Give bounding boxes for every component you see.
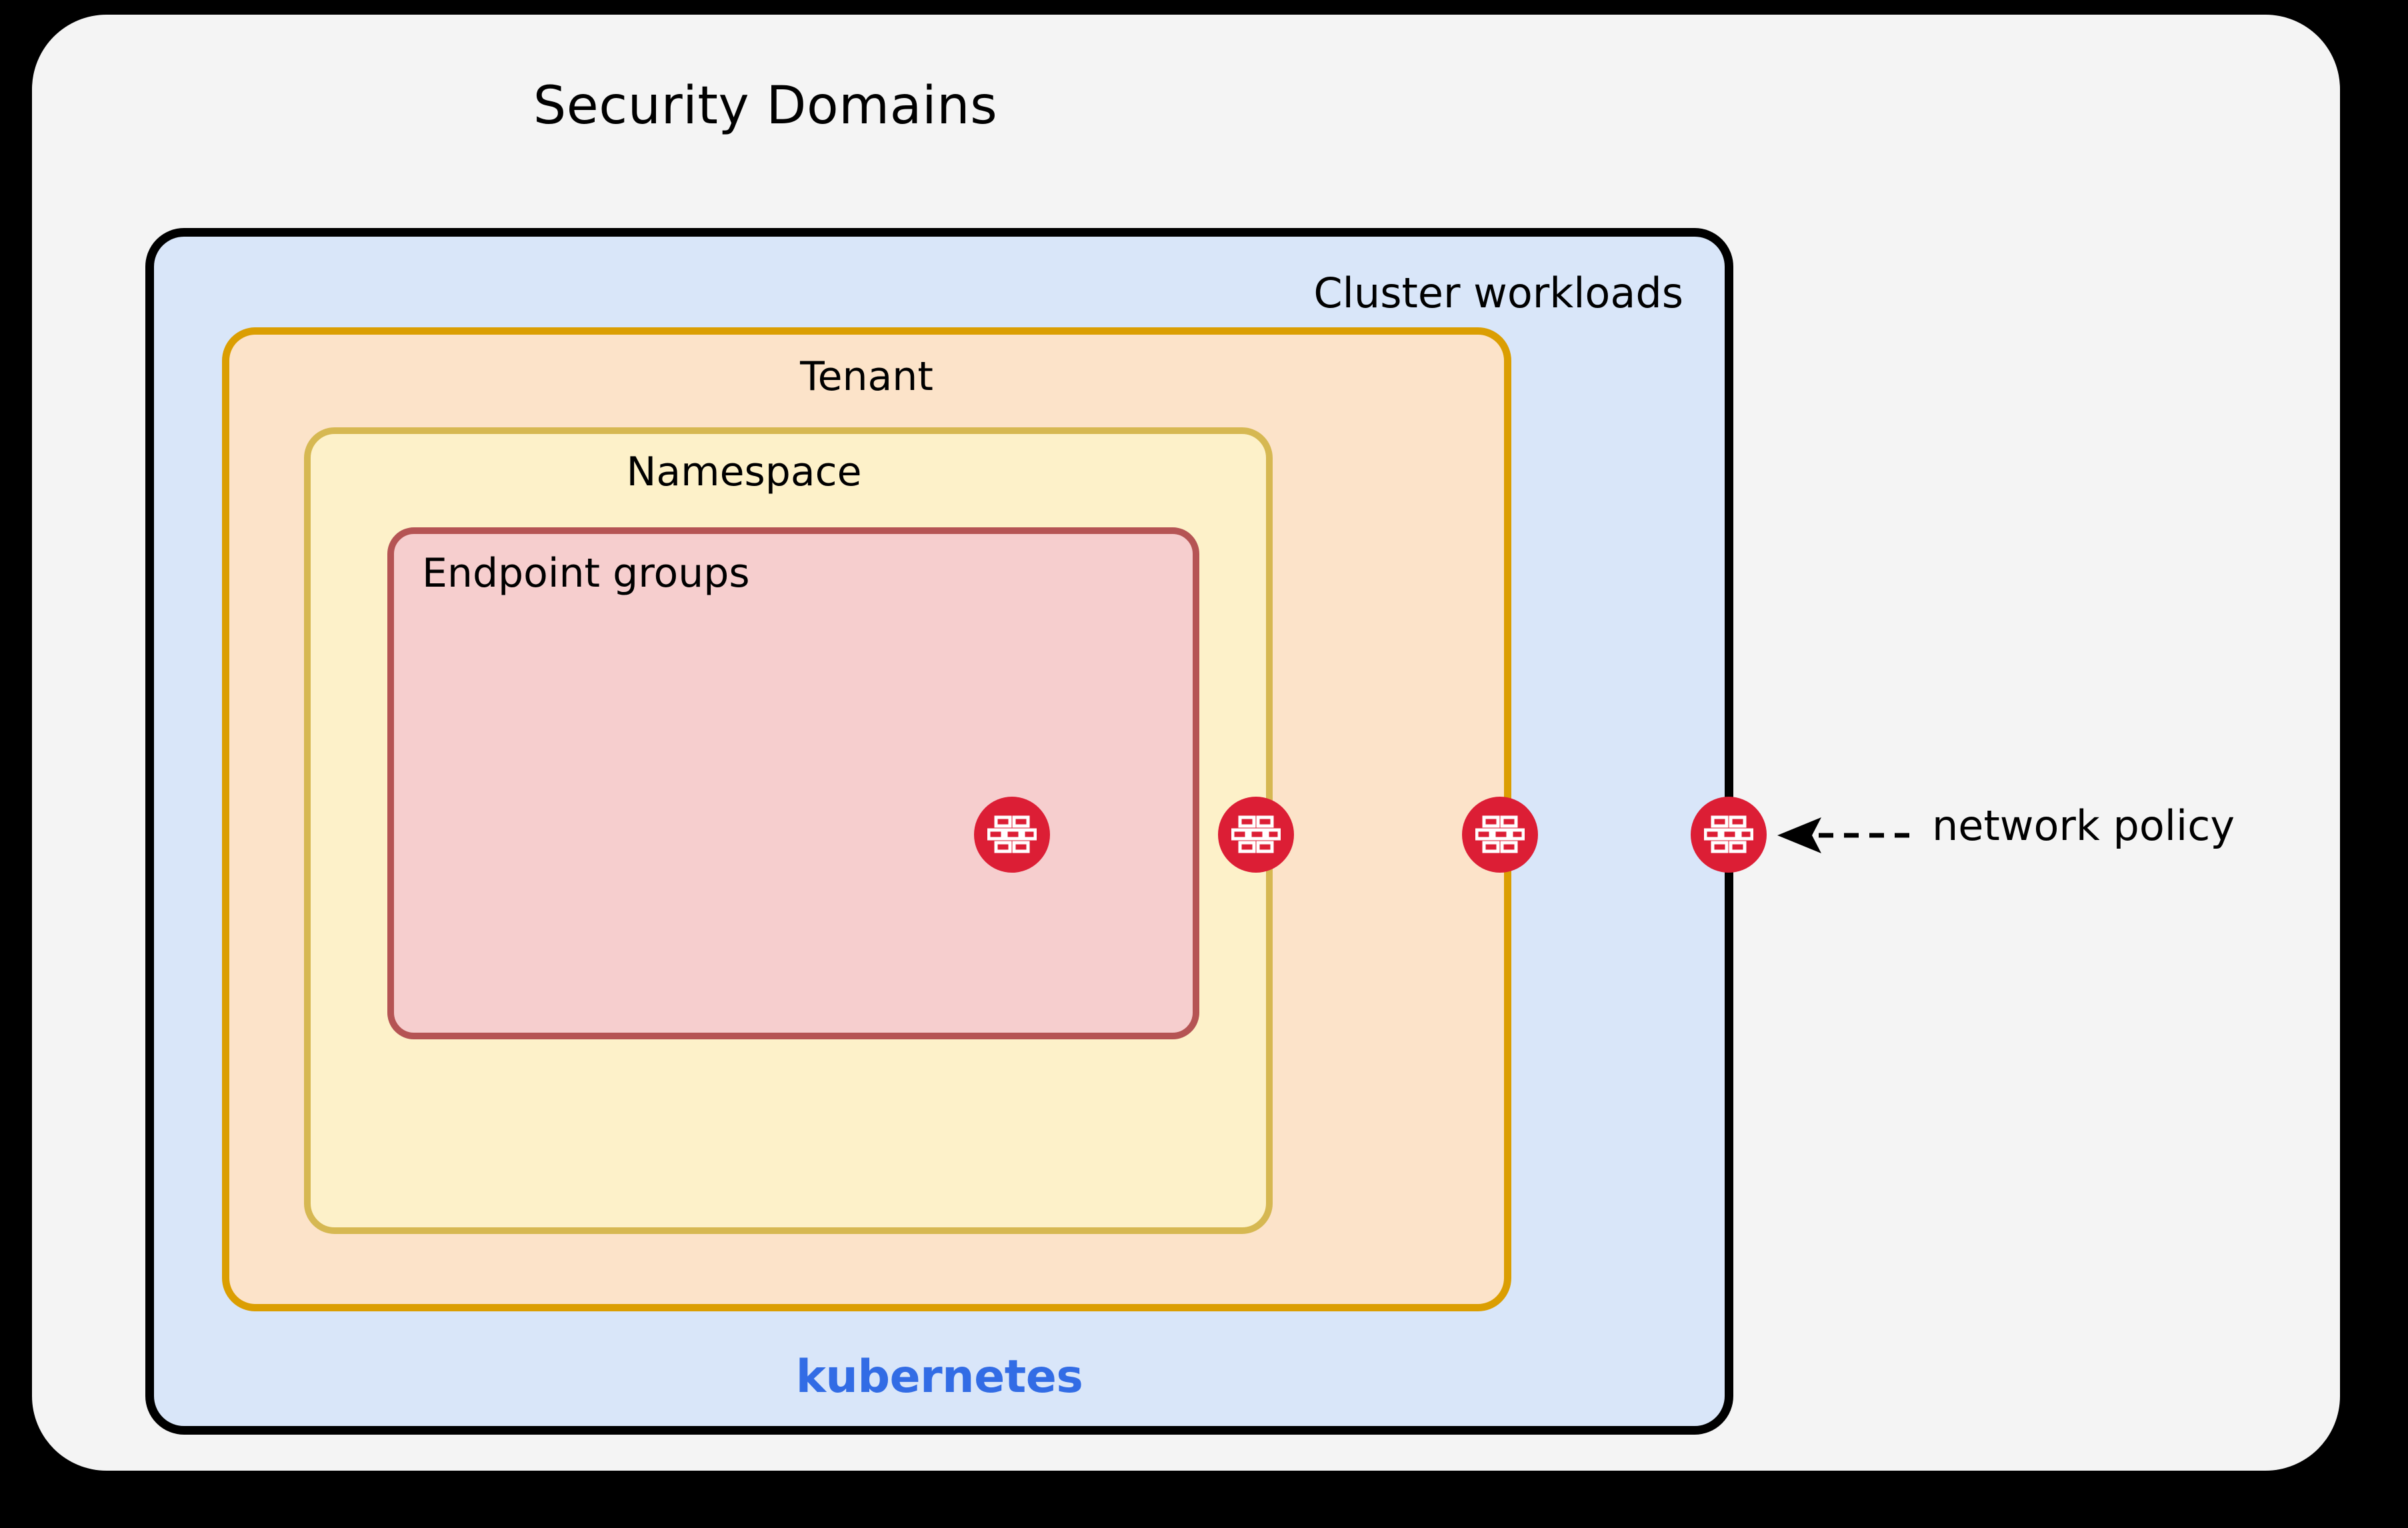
firewall-brick-icon[interactable] <box>1462 797 1538 873</box>
layer-endpoint-groups[interactable]: Endpoint groups <box>387 527 1199 1039</box>
layer-label-namespace: Namespace <box>626 449 862 495</box>
layer-label-cluster-workloads: Cluster workloads <box>1313 269 1683 317</box>
network-policy-label: network policy <box>1932 801 2235 850</box>
firewall-brick-icon[interactable] <box>1691 797 1767 873</box>
layer-label-tenant: Tenant <box>800 353 933 400</box>
network-policy-arrow-icon <box>1765 812 1912 859</box>
layer-namespace[interactable]: Namespace Endpoint groups <box>304 427 1273 1234</box>
layer-tenant[interactable]: Tenant Namespace Endpoint groups <box>222 327 1511 1311</box>
firewall-brick-icon[interactable] <box>1218 797 1294 873</box>
security-domains-card: Security Domains Cluster workloads kuber… <box>32 15 2340 1471</box>
kubernetes-wordmark: kubernetes <box>795 1351 1083 1403</box>
firewall-brick-icon[interactable] <box>974 797 1050 873</box>
page-title: Security Domains <box>533 76 998 136</box>
layer-label-endpoint-groups: Endpoint groups <box>422 550 750 597</box>
